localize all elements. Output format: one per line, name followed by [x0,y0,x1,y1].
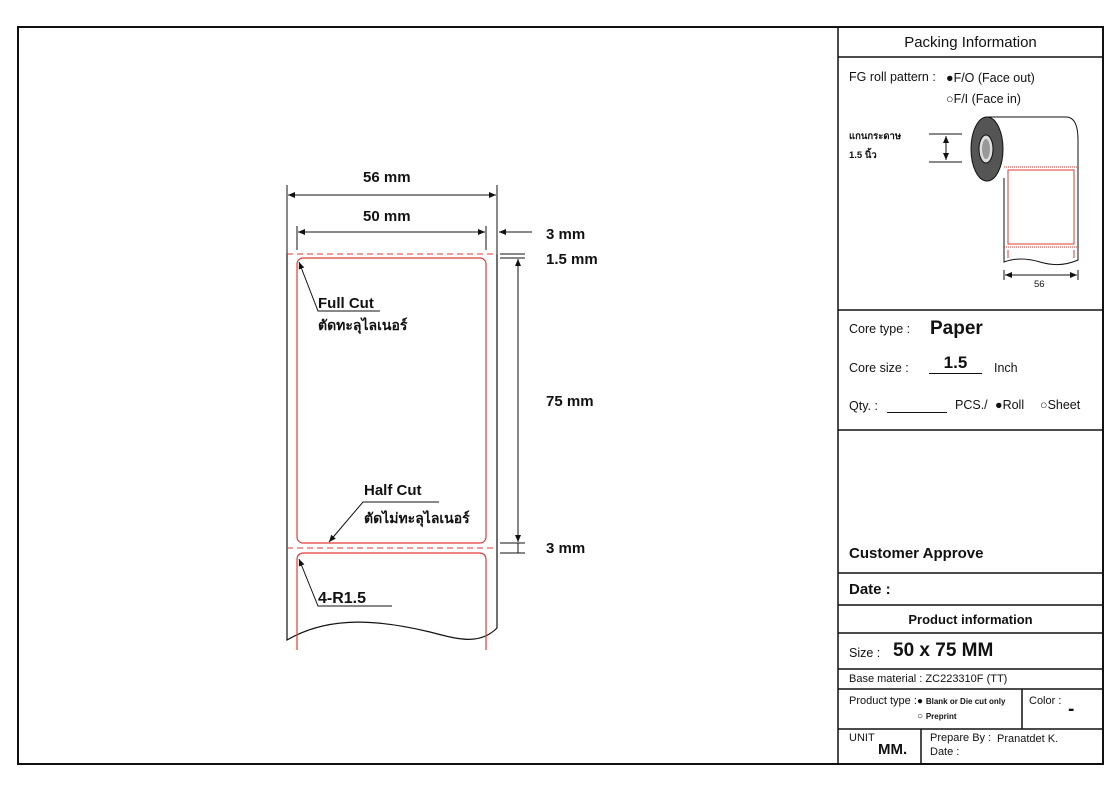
radio-empty-icon: ○ [1040,398,1048,412]
type-preprint-option[interactable]: ○ Preprint [917,711,957,722]
sheet-label: Sheet [1047,398,1081,412]
radio-filled-icon: ● [917,696,926,707]
color-label: Color : [1029,695,1062,707]
face-in-option[interactable]: ○F/I (Face in) [946,92,1021,106]
dim-gap: 3 mm [546,540,585,557]
core-note-1: แกนกระดาษ [849,131,902,142]
radio-empty-icon: ○ [917,711,926,722]
roll-pattern-label: FG roll pattern : [849,70,936,84]
pcs-label: PCS./ [955,398,988,412]
color-value: - [1068,699,1075,720]
dim-width-total: 56 mm [363,169,411,186]
type-blank-option[interactable]: ● Blank or Die cut only [917,696,1005,707]
core-note-2: 1.5 นิ้ว [849,150,877,161]
face-out-label: F/O (Face out) [953,71,1035,85]
qty-label: Qty. : [849,399,878,413]
customer-approve: Customer Approve [849,545,984,562]
label-drawing [286,185,532,650]
type-preprint-label: Preprint [925,712,957,721]
size-label: Size : [849,646,881,660]
core-size-value: 1.5 [929,353,982,374]
roll-option[interactable]: ●Roll [995,398,1024,412]
approve-date: Date : [849,581,891,598]
prepare-date-label: Date : [930,746,960,758]
radio-empty-icon: ○ [946,92,954,106]
packing-title: Packing Information [904,34,1037,51]
prepare-by-label: Prepare By : [930,732,992,744]
outer-frame [17,26,1104,765]
dim-side-gap: 3 mm [546,226,585,243]
sheet-option[interactable]: ○Sheet [1040,398,1080,412]
radio-filled-icon: ● [946,71,954,85]
core-size-unit: Inch [994,361,1018,375]
full-cut-th-label: ตัดทะลุไลเนอร์ [318,316,408,334]
half-cut-th-label: ตัดไม่ทะลุไลเนอร์ [364,509,470,527]
product-info-title: Product information [908,612,1033,627]
corner-radius-label: 4-R1.5 [318,590,366,607]
dim-width-label: 50 mm [363,208,411,225]
unit-label: UNIT [849,732,875,744]
radio-filled-icon: ● [995,398,1003,412]
face-in-label: F/I (Face in) [953,92,1021,106]
dim-top-margin: 1.5 mm [546,251,598,268]
core-type-value: Paper [930,318,983,339]
core-type-label: Core type : [849,322,911,336]
roll-width: 56 [1034,279,1045,290]
label-shape [296,257,487,544]
face-out-option[interactable]: ●F/O (Face out) [946,71,1035,85]
base-material: Base material : ZC223310F (TT) [849,673,1008,685]
roll-label: Roll [1002,398,1025,412]
product-type-label: Product type : [849,695,917,707]
roll-illustration [929,116,1079,280]
qty-field[interactable] [887,412,947,413]
info-table-lines [838,56,1103,764]
next-label-shape [296,552,487,650]
core-size-label: Core size : [849,361,909,375]
size-value: 50 x 75 MM [893,640,994,661]
prepare-by-value: Pranatdet K. [997,733,1059,745]
full-cut-label: Full Cut [318,295,374,312]
half-cut-label: Half Cut [364,482,422,499]
liner-outline [286,254,498,642]
type-blank-label: Blank or Die cut only [925,697,1006,706]
unit-value: MM. [878,741,908,758]
dim-height: 75 mm [546,393,594,410]
